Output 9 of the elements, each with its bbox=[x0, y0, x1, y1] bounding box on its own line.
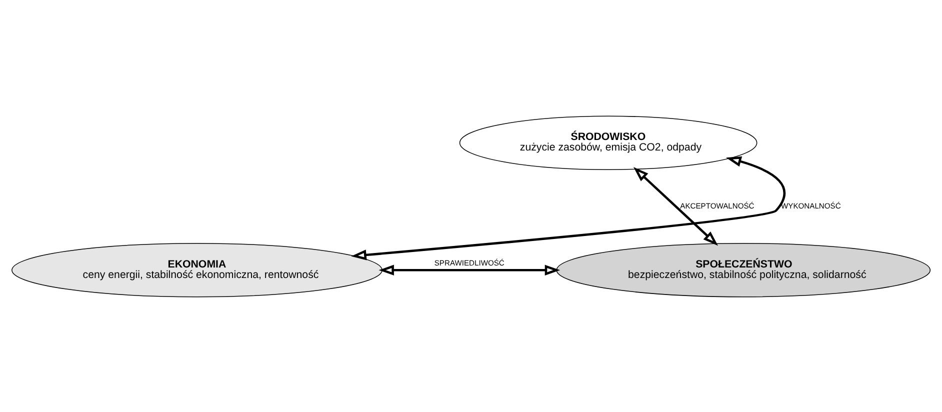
arrow bbox=[378, 264, 560, 275]
node-ellipse: SPOŁECZEŃSTWO bezpieczeństwo, stabilność polityczna, solidarność bbox=[556, 242, 931, 297]
arrow bbox=[633, 166, 718, 246]
edge-label: SPRAWIEDLIWOŚĆ bbox=[434, 258, 504, 268]
node-ellipse: EKONOMIA ceny energii, stabilność ekonomiczna, rentowność bbox=[12, 242, 382, 297]
edge-label: AKCEPTOWALNOŚĆ bbox=[680, 200, 754, 210]
edge-label: WYKONALNOŚĆ bbox=[781, 200, 841, 210]
node-ellipse: ŚRODOWISKO zużycie zasobów, emisja CO2, odpady bbox=[459, 115, 758, 170]
arrow bbox=[351, 156, 786, 260]
